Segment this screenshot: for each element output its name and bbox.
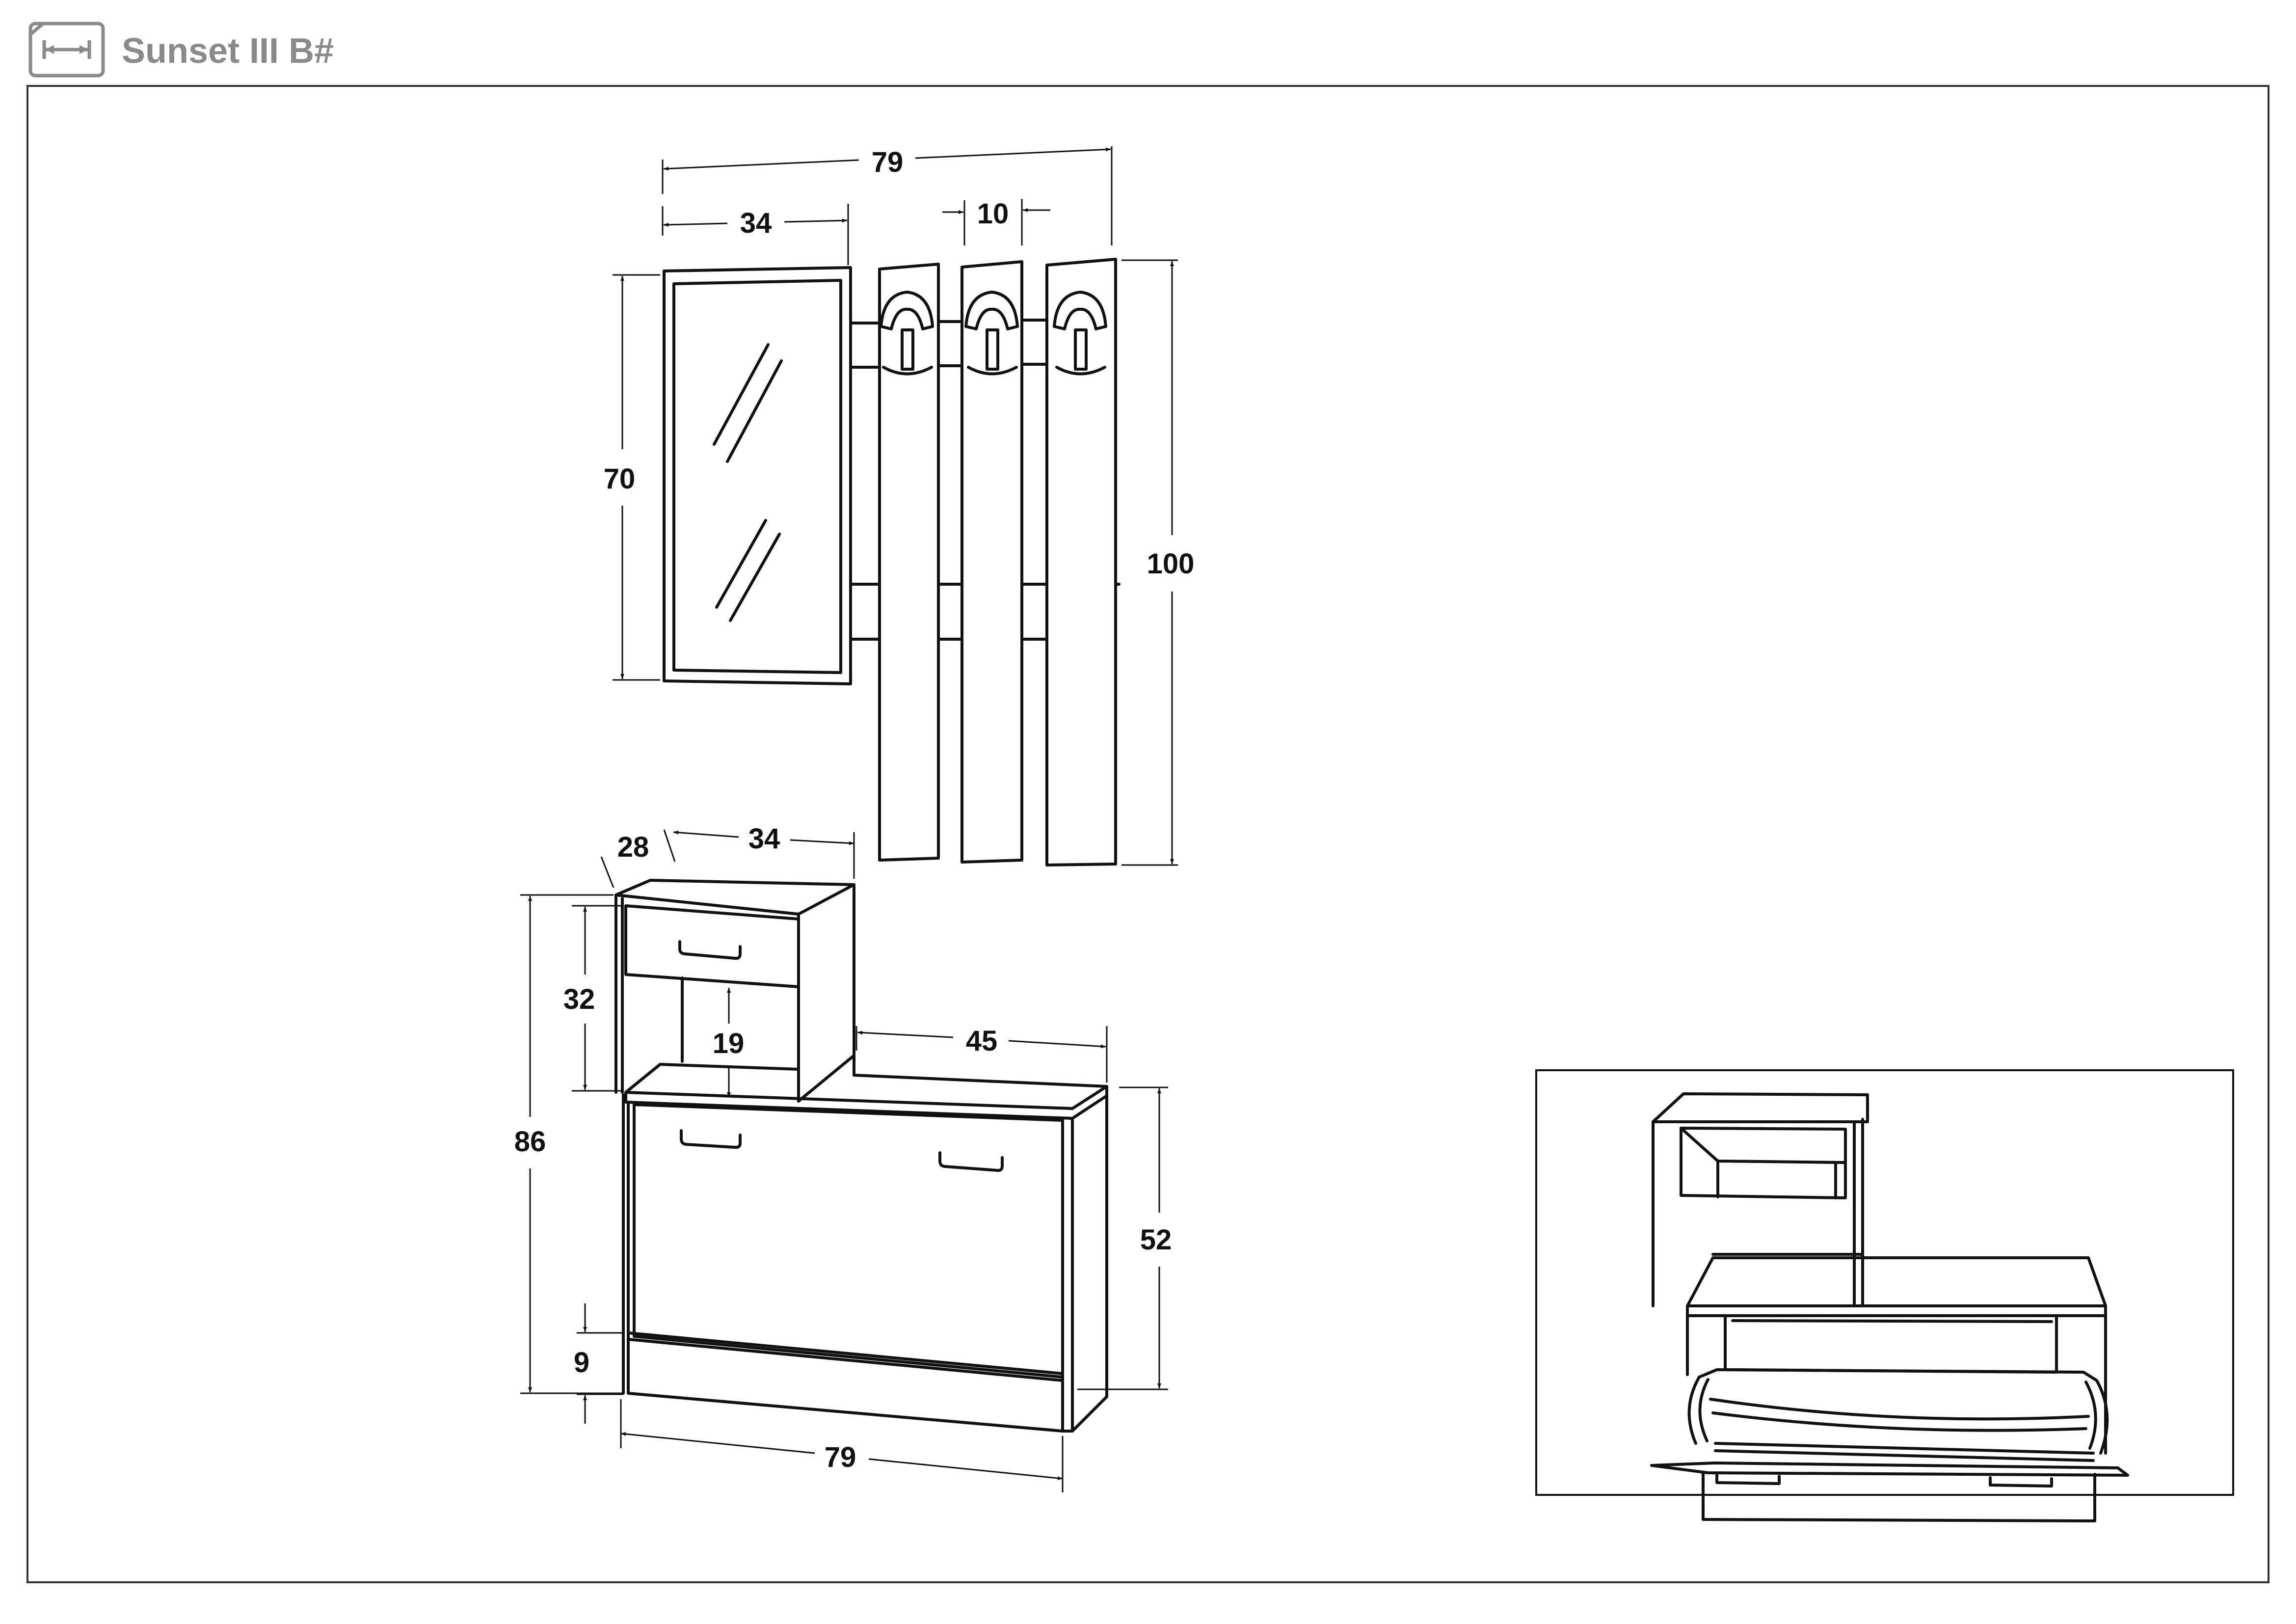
- svg-text:10: 10: [977, 198, 1009, 230]
- svg-text:86: 86: [514, 1126, 546, 1158]
- open-cabinet-illustration: [1650, 1092, 2129, 1522]
- svg-text:32: 32: [563, 983, 595, 1015]
- dimension-top-height: 32: [563, 905, 622, 1092]
- coat-hook: [880, 291, 934, 376]
- shoe-cabinet: [614, 879, 1108, 1433]
- dimension-mirror-width: 34: [662, 204, 849, 265]
- svg-text:52: 52: [1140, 1224, 1172, 1256]
- dimension-cabinet-width: 79: [620, 1399, 1064, 1492]
- svg-text:28: 28: [617, 831, 649, 863]
- dimension-top-width: 34: [673, 823, 855, 879]
- hanger-strips: [849, 258, 1121, 866]
- dimension-mirror-height: 70: [604, 274, 660, 681]
- mirror: [663, 266, 852, 685]
- inset-open-cabinet: [1535, 1069, 2234, 1496]
- dimension-total-height: 86: [514, 894, 623, 1394]
- svg-text:9: 9: [574, 1347, 589, 1379]
- coat-hook: [1053, 291, 1107, 376]
- svg-text:100: 100: [1147, 548, 1195, 580]
- coat-hook: [964, 291, 1019, 376]
- dimension-panel-width: 79: [662, 146, 1113, 245]
- dimensions-icon: [28, 22, 105, 78]
- dimension-top-depth: 28: [600, 829, 676, 888]
- dimension-cabinet-height: 52: [1077, 1086, 1172, 1390]
- svg-text:79: 79: [825, 1441, 856, 1473]
- dimension-bench-width: 45: [855, 1025, 1108, 1083]
- dimension-strip-width: 10: [942, 198, 1050, 245]
- svg-text:79: 79: [872, 146, 904, 178]
- product-title: Sunset III B#: [122, 31, 334, 71]
- svg-text:45: 45: [966, 1025, 998, 1057]
- svg-text:34: 34: [748, 823, 780, 855]
- svg-text:19: 19: [713, 1028, 745, 1059]
- dimension-panel-height: 100: [1121, 259, 1195, 866]
- dimension-niche-height: 19: [713, 988, 745, 1097]
- svg-text:70: 70: [604, 463, 636, 495]
- svg-text:34: 34: [740, 207, 772, 239]
- dimension-plinth-height: 9: [574, 1303, 623, 1424]
- drawing-border: [27, 85, 2269, 1583]
